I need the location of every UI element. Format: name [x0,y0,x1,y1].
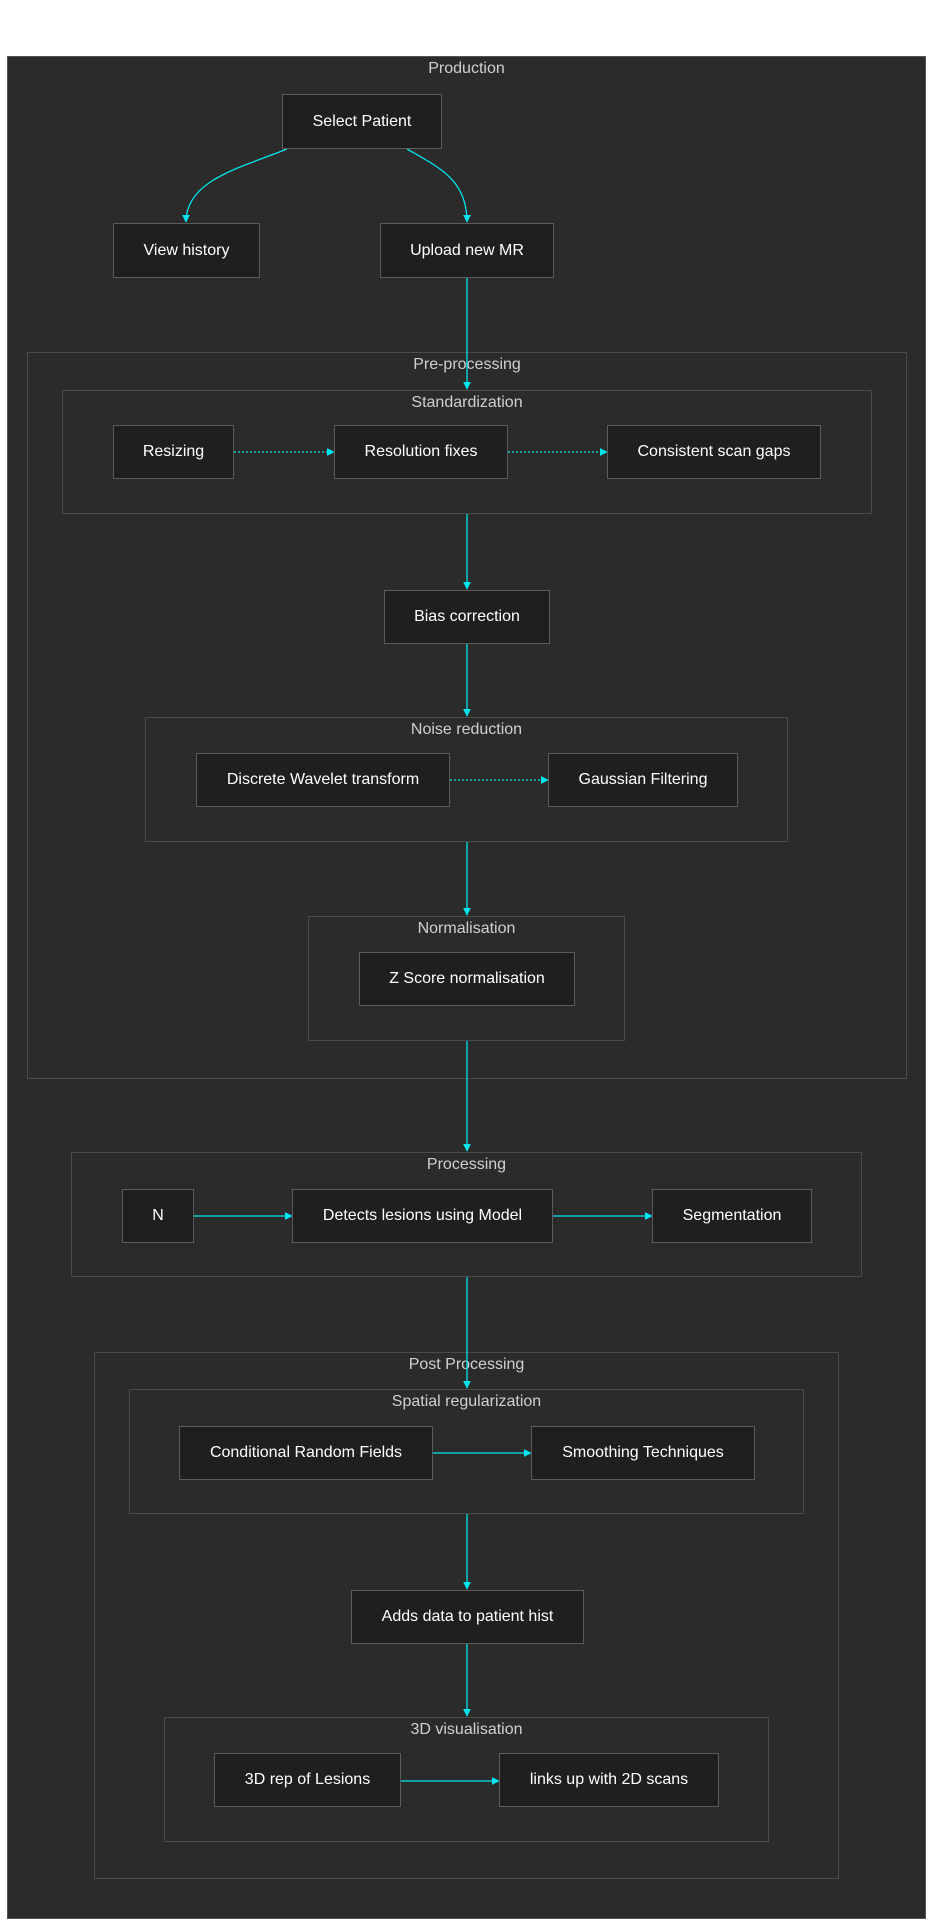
node-upload-new-mr[interactable]: Upload new MR [380,223,554,278]
cluster-title-3d-visualisation: 3D visualisation [410,1721,523,1738]
node-gaussian-filtering[interactable]: Gaussian Filtering [548,753,738,807]
cluster-title-noise-reduction: Noise reduction [410,721,523,738]
node-discrete-wavelet-transform[interactable]: Discrete Wavelet transform [196,753,450,807]
node-segmentation[interactable]: Segmentation [652,1189,812,1243]
cluster-title-standardization: Standardization [411,394,523,411]
node-bias-correction[interactable]: Bias correction [384,590,550,644]
node-links-up-with-2d-scans[interactable]: links up with 2D scans [499,1753,719,1807]
cluster-title-normalisation: Normalisation [417,920,516,937]
node-view-history[interactable]: View history [113,223,260,278]
node-resolution-fixes[interactable]: Resolution fixes [334,425,508,479]
cluster-title-production: Production [428,60,505,77]
node-select-patient[interactable]: Select Patient [282,94,442,149]
cluster-title-spatial-regularization: Spatial regularization [391,1393,542,1410]
node-n[interactable]: N [122,1189,194,1243]
node-detects-lesions[interactable]: Detects lesions using Model [292,1189,553,1243]
node-z-score-normalisation[interactable]: Z Score normalisation [359,952,575,1006]
node-adds-data-to-patient-hist[interactable]: Adds data to patient hist [351,1590,584,1644]
node-smoothing-techniques[interactable]: Smoothing Techniques [531,1426,755,1480]
node-consistent-scan-gaps[interactable]: Consistent scan gaps [607,425,821,479]
node-resizing[interactable]: Resizing [113,425,234,479]
node-3d-rep-of-lesions[interactable]: 3D rep of Lesions [214,1753,401,1807]
cluster-title-preprocessing: Pre-processing [413,356,521,373]
cluster-title-post-processing: Post Processing [408,1356,525,1373]
cluster-title-processing: Processing [426,1156,507,1173]
node-conditional-random-fields[interactable]: Conditional Random Fields [179,1426,433,1480]
